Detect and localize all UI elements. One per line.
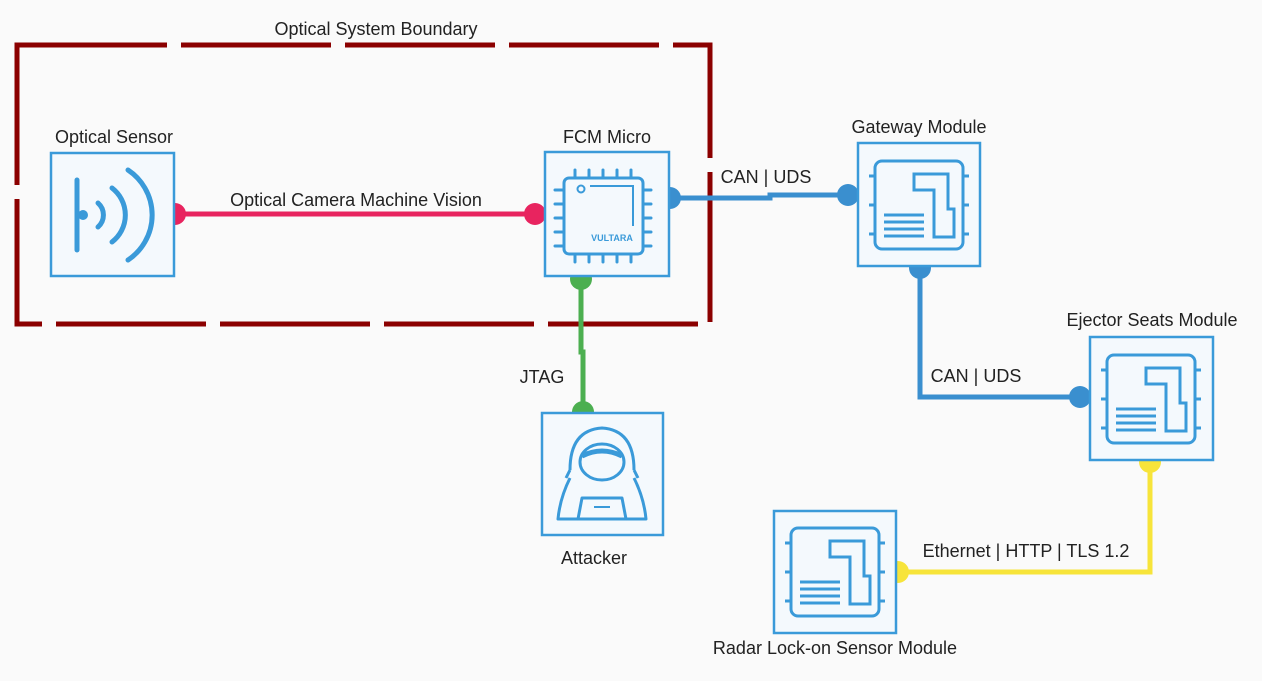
attacker-node[interactable] bbox=[540, 411, 665, 537]
radar-module-node[interactable] bbox=[772, 509, 898, 635]
ecu-module-icon bbox=[1101, 353, 1201, 445]
optical-sensor-label: Optical Sensor bbox=[55, 127, 173, 147]
ecu-module-icon bbox=[785, 526, 885, 618]
ejector-seats-module-label: Ejector Seats Module bbox=[1066, 310, 1237, 330]
ethernet-link-label: Ethernet | HTTP | TLS 1.2 bbox=[923, 541, 1130, 561]
jtag-link-label: JTAG bbox=[520, 367, 565, 387]
can-link-gateway-ejector-label: CAN | UDS bbox=[931, 366, 1022, 386]
ethernet-link bbox=[887, 451, 1161, 583]
hooded-attacker-icon bbox=[556, 426, 648, 521]
sensor-waves-icon bbox=[74, 167, 155, 263]
can-link-fcm-gateway-label: CAN | UDS bbox=[721, 167, 812, 187]
microchip-icon: VULTARA bbox=[553, 168, 653, 264]
gateway-module-node[interactable] bbox=[856, 141, 982, 268]
fcm-micro-label: FCM Micro bbox=[563, 127, 651, 147]
ecu-module-icon bbox=[869, 159, 969, 251]
optical-sensor-node[interactable] bbox=[49, 151, 176, 278]
ejector-seats-module-node[interactable] bbox=[1088, 335, 1215, 462]
attacker-label: Attacker bbox=[561, 548, 627, 568]
chip-brand-label: VULTARA bbox=[591, 233, 633, 243]
gateway-module-label: Gateway Module bbox=[851, 117, 986, 137]
fcm-micro-node[interactable]: VULTARA bbox=[543, 150, 671, 278]
optical-link-label: Optical Camera Machine Vision bbox=[230, 190, 482, 210]
radar-module-label: Radar Lock-on Sensor Module bbox=[713, 638, 957, 658]
can-link-fcm-gateway bbox=[659, 184, 859, 209]
boundary-label: Optical System Boundary bbox=[274, 19, 477, 39]
jtag-link bbox=[570, 268, 594, 423]
optical-system-boundary bbox=[14, 42, 713, 327]
